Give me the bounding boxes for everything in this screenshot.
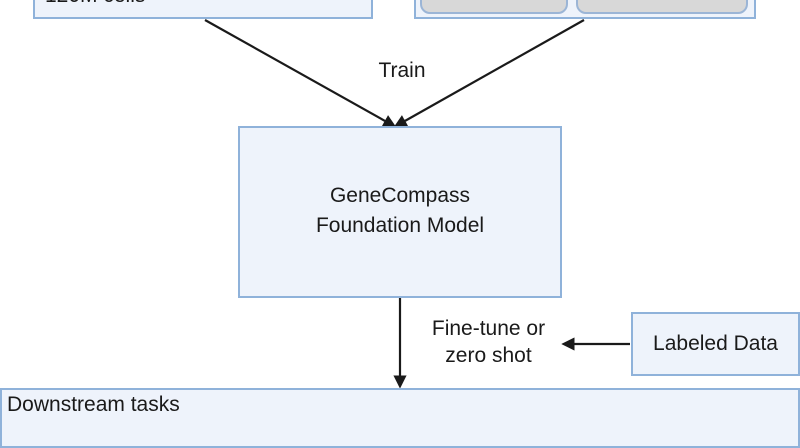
cells-data-box: 120M cells <box>33 0 373 19</box>
prior-knowledge-box <box>414 0 756 19</box>
train-arrow-right <box>393 19 585 128</box>
model-subtitle: Foundation Model <box>315 214 485 237</box>
finetune-label-line2: zero shot <box>445 344 532 367</box>
labeled-data-label: Labeled Data <box>653 332 778 355</box>
prior-knowledge-item-2 <box>576 0 748 14</box>
foundation-model-box: GeneCompass Foundation Model <box>238 126 562 298</box>
model-name: GeneCompass <box>329 184 471 207</box>
train-arrow-left <box>204 19 397 128</box>
prior-knowledge-item-1 <box>420 0 568 14</box>
downstream-tasks-box: Downstream tasks <box>0 388 800 448</box>
labeled-data-box: Labeled Data <box>631 312 800 376</box>
downstream-tasks-title: Downstream tasks <box>7 393 180 416</box>
finetune-label-line1: Fine-tune or <box>431 317 546 340</box>
connector-arrows <box>204 19 630 389</box>
train-label: Train <box>378 59 426 82</box>
cells-data-label: 120M cells <box>45 0 145 10</box>
